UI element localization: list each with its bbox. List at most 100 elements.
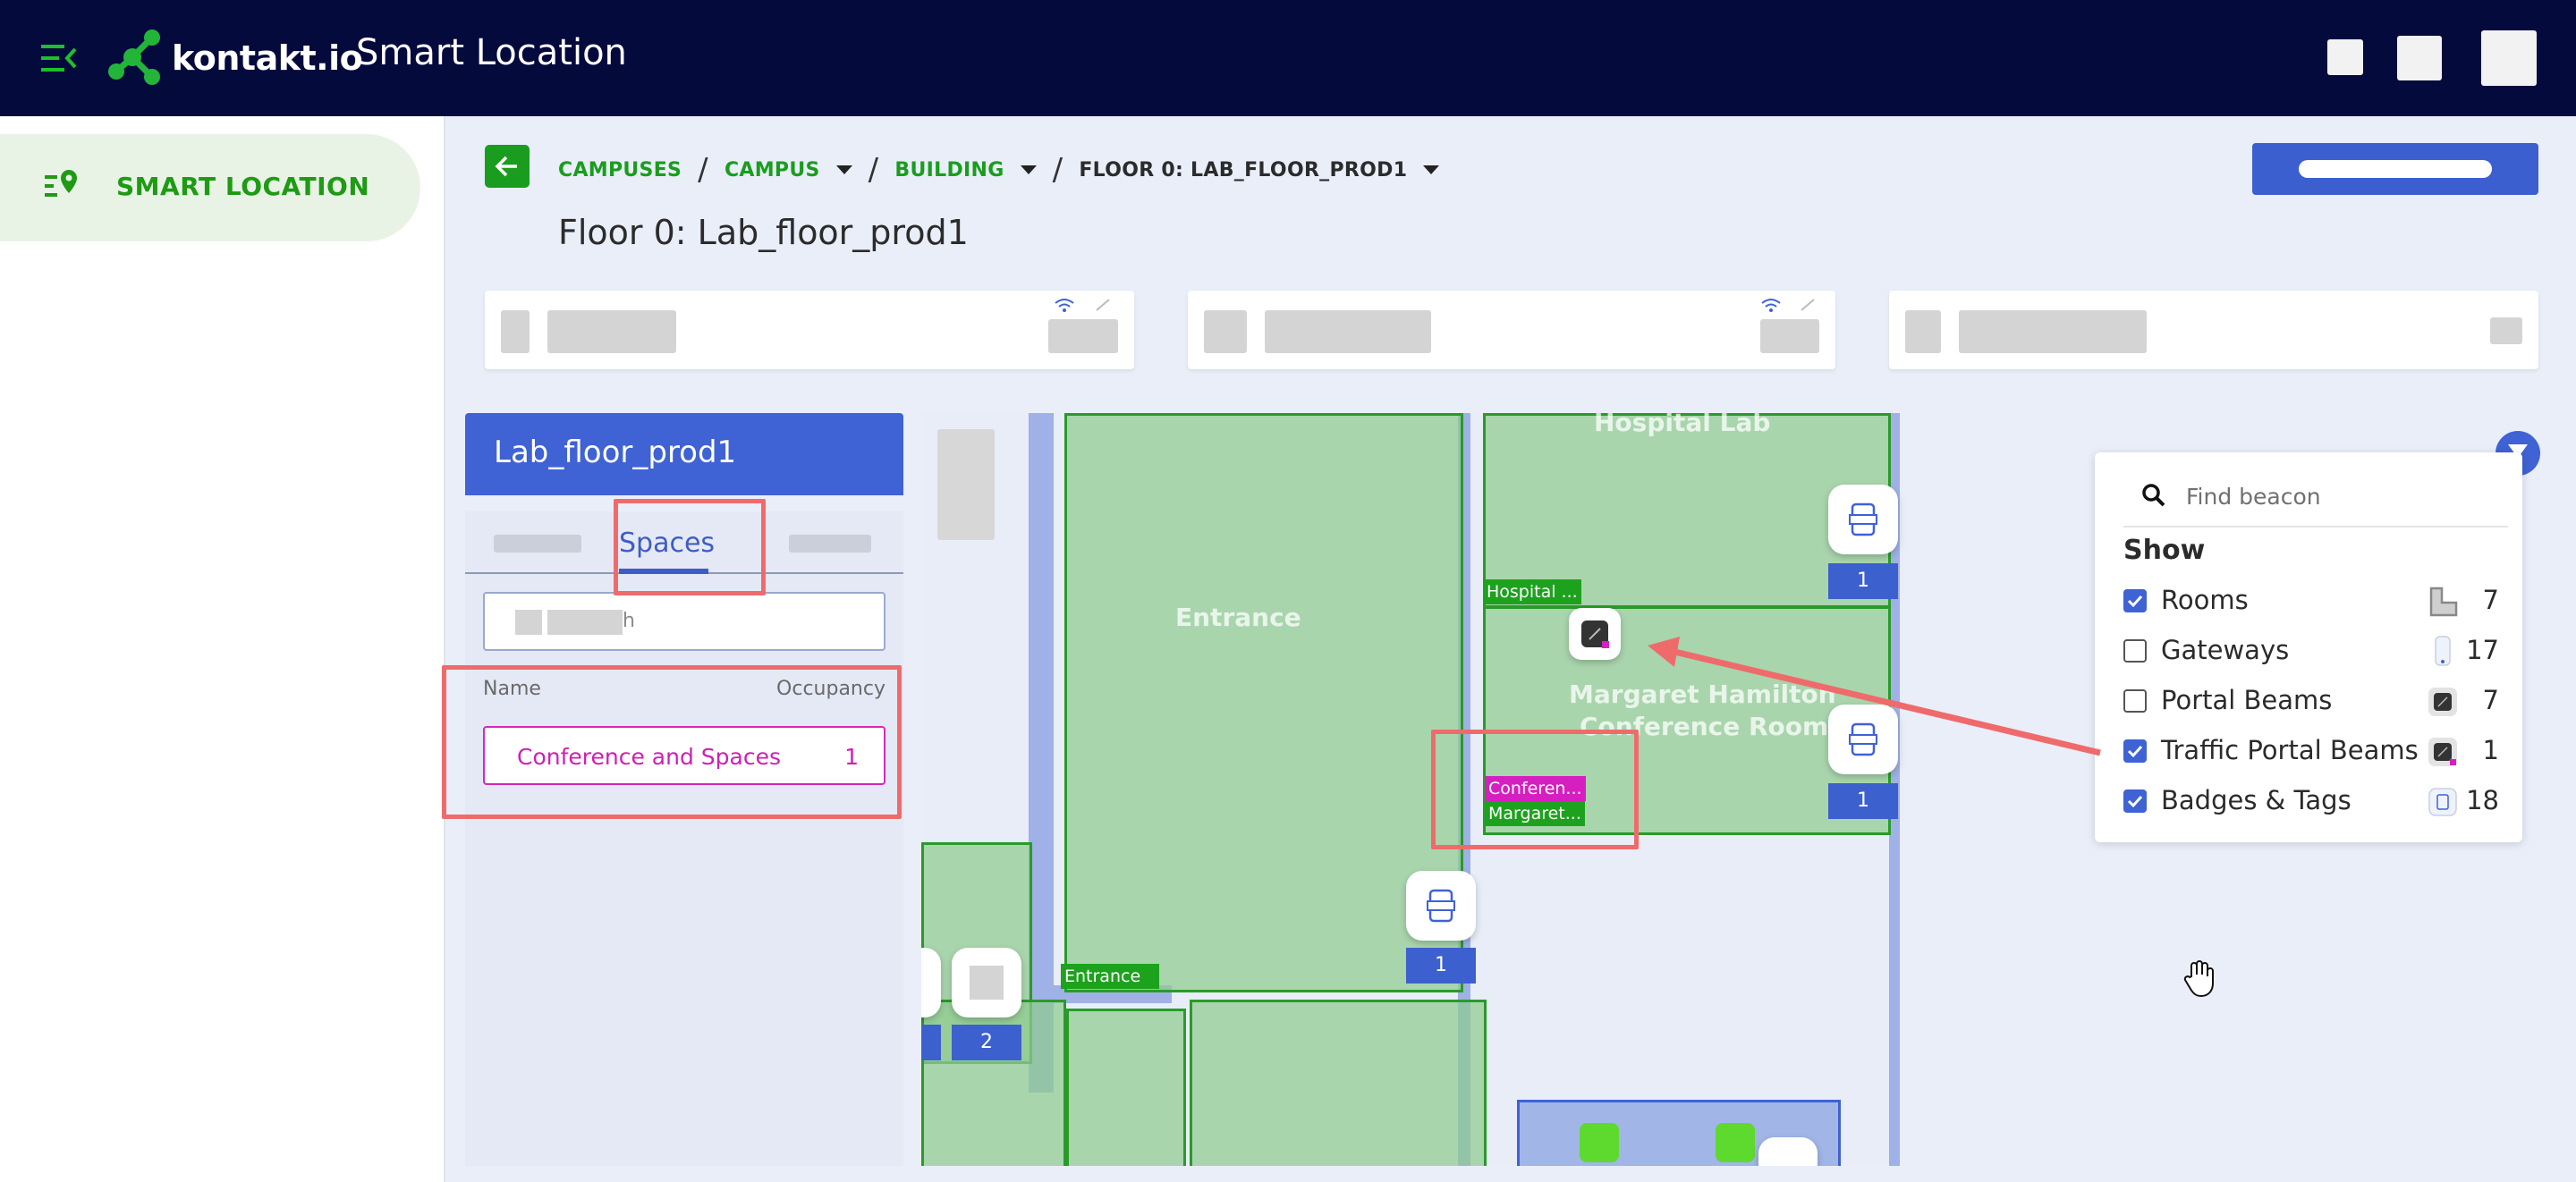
search-icon bbox=[515, 610, 542, 635]
topbar-action-1[interactable] bbox=[2327, 39, 2363, 75]
room-label-margaret: Margaret Hamilton bbox=[1569, 680, 1836, 709]
find-beacon-field[interactable] bbox=[2123, 465, 2508, 528]
top-app-bar: kontakt.io Smart Location bbox=[0, 0, 2576, 116]
search-placeholder: h bbox=[623, 610, 635, 632]
filter-label: Traffic Portal Beams bbox=[2161, 735, 2419, 765]
breadcrumb-building[interactable]: BUILDING bbox=[894, 158, 1004, 182]
filter-row-portal-beams: Portal Beams 7 bbox=[2123, 681, 2499, 721]
chevron-down-icon[interactable] bbox=[1020, 165, 1037, 174]
nav-item-smart-location[interactable]: SMART LOCATION bbox=[0, 134, 420, 241]
chevron-down-icon[interactable] bbox=[1423, 165, 1440, 174]
column-occupancy: Occupancy bbox=[776, 678, 886, 700]
room-entrance[interactable] bbox=[1064, 413, 1463, 992]
beacon-marker[interactable] bbox=[1758, 1137, 1818, 1166]
rooms-checkbox[interactable] bbox=[2123, 589, 2147, 612]
search-icon bbox=[2142, 484, 2165, 507]
wifi-icon bbox=[1761, 299, 1781, 312]
beacon-marker[interactable] bbox=[1406, 871, 1476, 941]
room-hospital-lab[interactable] bbox=[1483, 413, 1891, 608]
filter-count: 17 bbox=[2466, 635, 2499, 665]
breadcrumb-separator: / bbox=[868, 152, 879, 188]
find-beacon-input[interactable] bbox=[2186, 481, 2490, 511]
floor-panel-tabs: Spaces bbox=[465, 511, 903, 574]
kontakt-logo: kontakt.io bbox=[106, 27, 363, 89]
breadcrumb-floor: FLOOR 0: LAB_FLOOR_PROD1 bbox=[1079, 158, 1408, 182]
filter-count: 7 bbox=[2482, 685, 2499, 715]
traffic-portal-beams-checkbox[interactable] bbox=[2123, 739, 2147, 763]
portal-beam-icon bbox=[1849, 722, 1877, 756]
room-tag-conference[interactable]: Conferen... bbox=[1485, 776, 1586, 801]
breadcrumb-separator: / bbox=[1052, 152, 1063, 188]
checkmark-icon bbox=[2127, 745, 2143, 758]
stat-card-1 bbox=[485, 291, 1134, 369]
breadcrumb-campuses[interactable]: CAMPUSES bbox=[558, 158, 682, 182]
checkmark-icon bbox=[2127, 795, 2143, 808]
portal-beams-checkbox[interactable] bbox=[2123, 689, 2147, 713]
side-navigation: SMART LOCATION bbox=[0, 116, 445, 1182]
hand-cursor-icon bbox=[2183, 960, 2214, 998]
primary-action-button[interactable] bbox=[2252, 143, 2538, 195]
room-label-entrance: Entrance bbox=[1175, 603, 1301, 632]
beacon-marker[interactable] bbox=[921, 948, 941, 1017]
room-label-conference: Conference Room bbox=[1580, 712, 1829, 741]
beacon-filter-panel: Show Rooms 7 Gateways 17 Portal Beams 7 bbox=[2095, 452, 2522, 842]
filter-label: Portal Beams bbox=[2161, 685, 2333, 715]
filter-row-gateways: Gateways 17 bbox=[2123, 631, 2499, 671]
filter-count: 18 bbox=[2466, 785, 2499, 815]
gateway-marker[interactable] bbox=[1716, 1123, 1755, 1162]
floor-panel-header: Lab_floor_prod1 bbox=[465, 413, 903, 495]
beacon-count-partial bbox=[921, 1025, 941, 1060]
kontakt-logo-mark-icon bbox=[108, 30, 160, 85]
active-tab-indicator bbox=[619, 569, 708, 574]
space-occupancy: 1 bbox=[844, 744, 859, 770]
space-row[interactable]: Conference and Spaces 1 bbox=[483, 726, 886, 785]
badge-tag-icon bbox=[2428, 788, 2457, 816]
corridor bbox=[1029, 413, 1054, 1093]
filter-label: Rooms bbox=[2161, 585, 2249, 615]
beacon-count: 1 bbox=[1828, 783, 1898, 819]
room-bottom-mid[interactable] bbox=[1190, 1000, 1487, 1166]
tab-placeholder-2[interactable] bbox=[789, 535, 871, 553]
topbar-action-2[interactable] bbox=[2397, 36, 2442, 80]
beacon-marker[interactable] bbox=[1828, 705, 1898, 774]
gateways-checkbox[interactable] bbox=[2123, 639, 2147, 663]
filter-label: Badges & Tags bbox=[2161, 785, 2351, 815]
app-title: Smart Location bbox=[356, 32, 627, 73]
room-tag-entrance[interactable]: Entrance bbox=[1061, 964, 1159, 989]
badges-tags-checkbox[interactable] bbox=[2123, 789, 2147, 813]
checkmark-icon bbox=[2127, 595, 2143, 608]
floor-map[interactable]: Hospital Lab Entrance Margaret Hamilton … bbox=[921, 413, 1905, 1166]
stat-card-2 bbox=[1188, 291, 1835, 369]
portal-beam-icon bbox=[1427, 889, 1455, 923]
signal-off-icon bbox=[1801, 299, 1815, 311]
gateway-marker[interactable] bbox=[1580, 1123, 1619, 1162]
breadcrumb-campus[interactable]: CAMPUS bbox=[724, 158, 820, 182]
page-title: Floor 0: Lab_floor_prod1 bbox=[558, 213, 969, 252]
gateway-icon bbox=[2435, 636, 2451, 666]
show-label: Show bbox=[2123, 535, 2206, 566]
beacon-count: 1 bbox=[1406, 948, 1476, 984]
portal-beam-icon bbox=[1849, 502, 1877, 536]
traffic-portal-beam-marker[interactable] bbox=[1569, 608, 1621, 660]
traffic-portal-beam-icon bbox=[1581, 621, 1609, 648]
room-tag-margaret[interactable]: Margaret... bbox=[1485, 801, 1585, 826]
floor-panel-title: Lab_floor_prod1 bbox=[494, 435, 737, 470]
signal-off-icon bbox=[1096, 299, 1110, 311]
beacon-count: 2 bbox=[952, 1025, 1021, 1060]
room-shape-icon bbox=[2429, 587, 2458, 617]
back-button[interactable] bbox=[485, 145, 530, 188]
menu-collapse-icon[interactable] bbox=[39, 41, 79, 75]
beacon-marker[interactable] bbox=[952, 948, 1021, 1017]
tab-placeholder-1[interactable] bbox=[494, 535, 581, 553]
tab-spaces[interactable]: Spaces bbox=[619, 528, 716, 559]
column-name: Name bbox=[483, 678, 541, 700]
filter-row-badges-tags: Badges & Tags 18 bbox=[2123, 781, 2499, 821]
chevron-down-icon[interactable] bbox=[835, 165, 852, 174]
traffic-portal-beam-icon bbox=[2428, 738, 2457, 766]
room-bottom-mid-left[interactable] bbox=[1066, 1009, 1186, 1166]
beacon-marker[interactable] bbox=[1828, 485, 1898, 554]
user-avatar[interactable] bbox=[2481, 30, 2537, 86]
room-tag-hospital[interactable]: Hospital ... bbox=[1483, 579, 1581, 604]
spaces-search-input[interactable]: h bbox=[483, 592, 886, 651]
map-zoom-controls[interactable] bbox=[937, 429, 995, 540]
